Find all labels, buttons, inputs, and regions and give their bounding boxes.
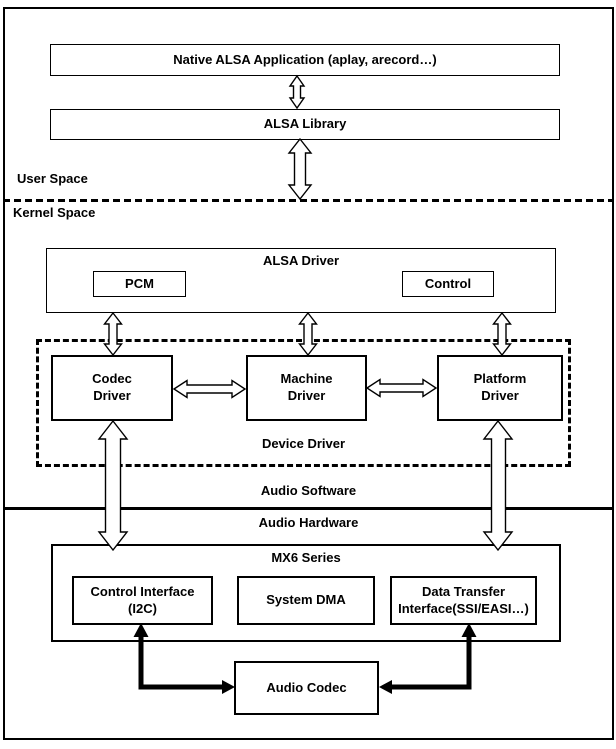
platform-driver-label-line2: Driver bbox=[481, 388, 519, 403]
platform-driver-label-line1: Platform bbox=[473, 371, 527, 387]
codec-driver-label-line2: Driver bbox=[93, 388, 131, 403]
alsa-library-box: ALSA Library bbox=[50, 109, 560, 140]
pcm-box: PCM bbox=[93, 271, 186, 297]
outer-frame bbox=[3, 7, 614, 740]
system-dma-box: System DMA bbox=[237, 576, 375, 625]
control-interface-label-line2: (I2C) bbox=[128, 600, 157, 616]
software-hardware-divider-line bbox=[3, 507, 614, 510]
alsa-driver-label: ALSA Driver bbox=[262, 253, 340, 268]
machine-driver-label-line2: Driver bbox=[287, 388, 326, 403]
audio-hardware-label: Audio Hardware bbox=[258, 515, 359, 530]
data-transfer-label-line2: Interface(SSI/EASI…) bbox=[398, 600, 529, 616]
codec-driver-box: Codec Driver bbox=[51, 355, 173, 421]
native-alsa-application-label: Native ALSA Application (aplay, arecord…… bbox=[173, 51, 437, 67]
pcm-label: PCM bbox=[125, 275, 154, 291]
control-interface-i2c-box: Control Interface (I2C) bbox=[72, 576, 213, 625]
data-transfer-interface-box: Data Transfer Interface(SSI/EASI…) bbox=[390, 576, 537, 625]
audio-codec-label: Audio Codec bbox=[266, 679, 347, 695]
alsa-library-label: ALSA Library bbox=[263, 116, 347, 132]
device-driver-label: Device Driver bbox=[261, 436, 346, 451]
user-kernel-divider-dashed-line bbox=[3, 199, 614, 202]
audio-codec-box: Audio Codec bbox=[234, 661, 379, 715]
control-label: Control bbox=[424, 275, 472, 291]
user-space-label: User Space bbox=[17, 171, 88, 186]
native-alsa-application-box: Native ALSA Application (aplay, arecord…… bbox=[50, 44, 560, 76]
audio-software-label: Audio Software bbox=[260, 483, 357, 498]
mx6-series-label: MX6 Series bbox=[271, 550, 341, 565]
platform-driver-box: Platform Driver bbox=[437, 355, 563, 421]
control-interface-label-line1: Control Interface bbox=[90, 583, 195, 599]
machine-driver-label-line1: Machine bbox=[280, 371, 333, 387]
machine-driver-box: Machine Driver bbox=[246, 355, 367, 421]
control-box: Control bbox=[402, 271, 494, 297]
kernel-space-label: Kernel Space bbox=[13, 205, 96, 220]
codec-driver-label-line1: Codec bbox=[92, 371, 132, 387]
data-transfer-label-line1: Data Transfer bbox=[421, 583, 506, 599]
system-dma-label: System DMA bbox=[266, 592, 346, 608]
